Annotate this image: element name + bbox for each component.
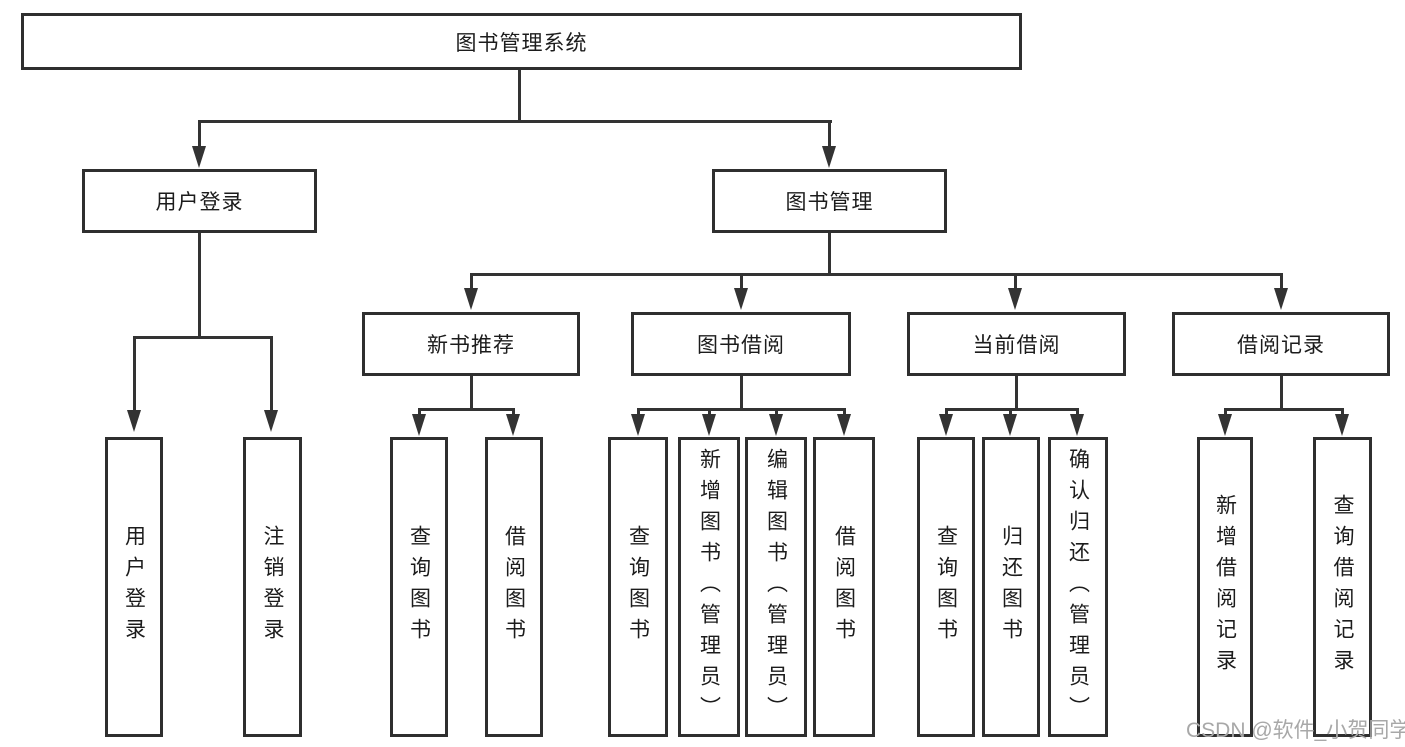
connector-arrowhead [769,414,783,436]
leaf-confirm-return-admin: 确认归还（管理员） [1048,437,1108,737]
connector-vline [1076,408,1079,416]
leaf-recommend-query-books-label: 查询图书 [407,525,431,649]
leaf-add-books-admin: 新增图书（管理员） [678,437,740,737]
node-new-book-recommend: 新书推荐 [362,312,580,376]
leaf-edit-books-admin: 编辑图书（管理员） [745,437,807,737]
connector-arrowhead [822,146,836,168]
leaf-borrowing-query-books-label: 查询图书 [626,525,650,649]
connector-arrowhead [464,288,478,310]
node-book-management-label: 图书管理 [785,191,874,214]
connector-hline [470,273,1282,276]
node-borrowing-records: 借阅记录 [1172,312,1390,376]
connector-arrowhead [264,410,278,432]
node-library-system-label: 图书管理系统 [455,31,588,55]
connector-arrowhead [1218,414,1232,436]
leaf-query-borrow-record-label: 查询借阅记录 [1331,494,1354,680]
connector-arrowhead [631,414,645,436]
leaf-add-borrow-record-label: 新增借阅记录 [1213,494,1237,680]
connector-hline [945,408,1079,411]
connector-arrowhead [1335,414,1349,436]
leaf-borrowing-borrow-books-label: 借阅图书 [832,525,856,649]
connector-arrowhead [506,414,520,436]
connector-vline [512,408,515,416]
connector-vline [775,408,778,416]
connector-vline [1341,408,1344,416]
leaf-confirm-return-admin-label: 确认归还（管理员） [1066,447,1090,727]
connector-arrowhead [192,146,206,168]
connector-vline [740,273,743,290]
connector-arrowhead [1070,414,1084,436]
connector-arrowhead [127,410,141,432]
connector-vline [740,376,743,408]
node-book-borrowing: 图书借阅 [631,312,851,376]
connector-vline [828,120,831,149]
connector-vline [418,408,421,416]
connector-vline [1224,408,1227,416]
connector-vline [637,408,640,416]
node-current-borrowing: 当前借阅 [907,312,1126,376]
connector-arrowhead [1003,414,1017,436]
leaf-query-borrow-record: 查询借阅记录 [1313,437,1372,737]
leaf-logout: 注销登录 [243,437,302,737]
connector-arrowhead [1008,288,1022,310]
connector-vline [270,336,273,412]
leaf-add-books-admin-label: 新增图书（管理员） [697,447,721,727]
connector-arrowhead [734,288,748,310]
connector-vline [1015,376,1018,408]
node-user-login-label: 用户登录 [155,191,244,214]
leaf-current-query-books-label: 查询图书 [934,525,958,649]
watermark: CSDN @软件_小贺同学 [1186,719,1405,742]
node-user-login: 用户登录 [82,169,317,233]
connector-vline [470,376,473,408]
node-book-management: 图书管理 [712,169,947,233]
connector-arrowhead [837,414,851,436]
connector-vline [133,336,136,412]
node-library-system: 图书管理系统 [21,13,1022,70]
connector-vline [1280,376,1283,408]
connector-vline [1014,273,1017,290]
connector-arrowhead [939,414,953,436]
leaf-logout-label: 注销登录 [261,525,284,649]
connector-vline [945,408,948,416]
connector-hline [133,336,273,339]
connector-vline [470,273,473,290]
connector-vline [828,233,831,273]
connector-vline [198,233,201,336]
connector-vline [708,408,711,416]
leaf-recommend-borrow-books-label: 借阅图书 [502,525,526,649]
connector-hline [1224,408,1344,411]
connector-arrowhead [1274,288,1288,310]
leaf-edit-books-admin-label: 编辑图书（管理员） [764,447,788,727]
node-current-borrowing-label: 当前借阅 [972,334,1061,357]
leaf-user-login-label: 用户登录 [122,525,146,649]
connector-hline [418,408,515,411]
leaf-recommend-query-books: 查询图书 [390,437,448,737]
leaf-recommend-borrow-books: 借阅图书 [485,437,543,737]
leaf-add-borrow-record: 新增借阅记录 [1197,437,1253,737]
leaf-borrowing-query-books: 查询图书 [608,437,668,737]
connector-vline [1280,273,1283,290]
connector-vline [1009,408,1012,416]
leaf-current-query-books: 查询图书 [917,437,975,737]
node-book-borrowing-label: 图书借阅 [697,334,785,357]
node-borrowing-records-label: 借阅记录 [1237,334,1325,357]
connector-vline [198,120,201,149]
leaf-return-books: 归还图书 [982,437,1040,737]
node-new-book-recommend-label: 新书推荐 [427,334,515,357]
connector-arrowhead [702,414,716,436]
connector-arrowhead [412,414,426,436]
leaf-return-books-label: 归还图书 [999,525,1023,649]
connector-hline [198,120,832,123]
connector-vline [843,408,846,416]
connector-vline [518,70,521,120]
leaf-user-login: 用户登录 [105,437,163,737]
connector-hline [637,408,845,411]
leaf-borrowing-borrow-books: 借阅图书 [813,437,875,737]
